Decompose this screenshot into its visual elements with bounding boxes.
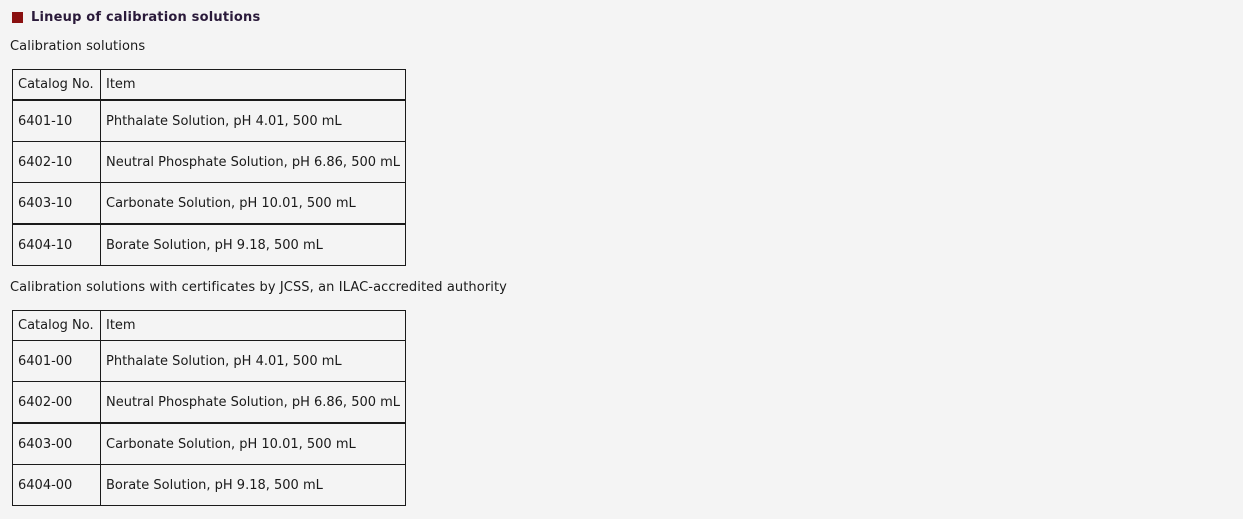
heading-square-icon: [12, 11, 23, 23]
column-header-catalog-no: Catalog No.: [12, 310, 101, 341]
table-row: 6401-10 Phthalate Solution, pH 4.01, 500…: [12, 99, 406, 142]
column-header-item: Item: [100, 69, 406, 101]
catalog-no-cell: 6404-10: [12, 223, 101, 266]
table-row: 6403-10 Carbonate Solution, pH 10.01, 50…: [12, 182, 406, 225]
item-cell: Phthalate Solution, pH 4.01, 500 mL: [100, 99, 406, 142]
catalog-no-cell: 6403-10: [12, 182, 101, 225]
table-row: 6402-00 Neutral Phosphate Solution, pH 6…: [12, 381, 406, 424]
table-header-row: Catalog No. Item: [12, 310, 406, 341]
table-row: 6401-00 Phthalate Solution, pH 4.01, 500…: [12, 340, 406, 382]
column-header-item: Item: [100, 310, 406, 341]
item-cell: Borate Solution, pH 9.18, 500 mL: [100, 223, 406, 266]
table-caption-jcss-certified: Calibration solutions with certificates …: [10, 280, 507, 295]
catalog-no-cell: 6401-10: [12, 99, 101, 142]
item-cell: Neutral Phosphate Solution, pH 6.86, 500…: [100, 381, 406, 424]
catalog-no-cell: 6401-00: [12, 340, 101, 382]
section-title: Lineup of calibration solutions: [31, 9, 261, 25]
table-row: 6402-10 Neutral Phosphate Solution, pH 6…: [12, 141, 406, 183]
catalog-no-cell: 6404-00: [12, 464, 101, 506]
item-cell: Neutral Phosphate Solution, pH 6.86, 500…: [100, 141, 406, 183]
item-cell: Carbonate Solution, pH 10.01, 500 mL: [100, 422, 406, 465]
item-cell: Carbonate Solution, pH 10.01, 500 mL: [100, 182, 406, 225]
section-heading: Lineup of calibration solutions: [12, 8, 260, 26]
column-header-catalog-no: Catalog No.: [12, 69, 101, 101]
table-caption-calibration-solutions: Calibration solutions: [10, 39, 146, 54]
table-row: 6403-00 Carbonate Solution, pH 10.01, 50…: [12, 422, 406, 465]
catalog-no-cell: 6402-00: [12, 381, 101, 424]
catalog-no-cell: 6402-10: [12, 141, 101, 183]
item-cell: Borate Solution, pH 9.18, 500 mL: [100, 464, 406, 506]
calibration-solutions-table: Catalog No. Item 6401-10 Phthalate Solut…: [12, 69, 406, 266]
table-row: 6404-10 Borate Solution, pH 9.18, 500 mL: [12, 223, 406, 266]
jcss-calibration-solutions-table: Catalog No. Item 6401-00 Phthalate Solut…: [12, 310, 406, 506]
catalog-no-cell: 6403-00: [12, 422, 101, 465]
table-row: 6404-00 Borate Solution, pH 9.18, 500 mL: [12, 464, 406, 506]
table-header-row: Catalog No. Item: [12, 69, 406, 101]
item-cell: Phthalate Solution, pH 4.01, 500 mL: [100, 340, 406, 382]
